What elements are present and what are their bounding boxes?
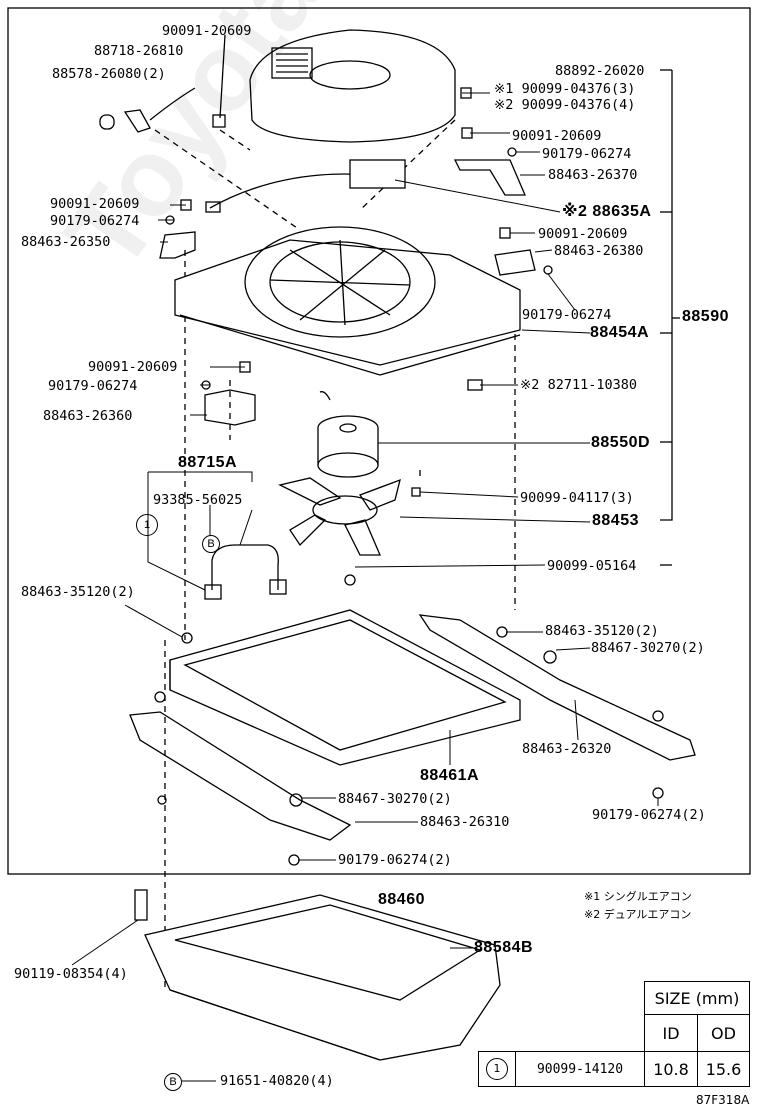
label-88467-30270-bottom[interactable]: 88467-30270(2) (338, 791, 452, 807)
label-88467-30270-right[interactable]: 88467-30270(2) (591, 640, 705, 656)
diagram-code: 87F318A (696, 1093, 750, 1107)
note-dual-ac: ※2 デュアルエアコン (584, 908, 692, 921)
label-88892-26020[interactable]: 88892-26020 (555, 63, 645, 79)
label-90091-20609-l1[interactable]: 90091-20609 (50, 196, 140, 212)
label-88460[interactable]: 88460 (378, 891, 425, 908)
bracket-88463-26310 (129, 711, 352, 841)
label-88584B[interactable]: 88584B (474, 939, 534, 956)
label-90091-20609-r1[interactable]: 90091-20609 (512, 128, 602, 144)
label-90099-05164[interactable]: 90099-05164 (547, 558, 637, 574)
label-90179-06274-right3[interactable]: 90179-06274(2) (592, 807, 706, 823)
size-table-row-part: 90099-14120 (515, 1051, 645, 1087)
bracket-88463-26320 (418, 614, 696, 761)
marker-circle-1: 1 (136, 514, 158, 536)
label-90179-06274-l1[interactable]: 90179-06274 (50, 213, 140, 229)
size-table-marker-circle: 1 (486, 1058, 508, 1080)
label-88463-26320[interactable]: 88463-26320 (522, 741, 612, 757)
bracket-88590 (660, 70, 673, 521)
label-90091-20609-top[interactable]: 90091-20609 (162, 23, 252, 39)
label-90179-06274-bottom[interactable]: 90179-06274(2) (338, 852, 452, 868)
cover-88892 (249, 29, 456, 143)
label-88715A[interactable]: 88715A (178, 454, 238, 471)
label-82711-10380[interactable]: ※2 82711-10380 (520, 377, 637, 393)
label-88718-26810[interactable]: 88718-26810 (94, 43, 184, 59)
label-88578-26080[interactable]: 88578-26080(2) (52, 66, 166, 82)
fan-88453 (278, 477, 401, 556)
shroud-88454A (174, 226, 521, 376)
size-table-row-od: 15.6 (697, 1051, 750, 1087)
frame-border (7, 7, 751, 875)
label-88550D[interactable]: 88550D (591, 434, 651, 451)
label-88463-26350[interactable]: 88463-26350 (21, 234, 111, 250)
marker-circle-b-lower: B (164, 1073, 182, 1091)
size-table-col-od: OD (697, 1014, 750, 1052)
note-single-ac: ※1 シングルエアコン (584, 890, 692, 903)
motor-88550D (317, 391, 379, 478)
cover-88584B (144, 894, 501, 1061)
label-93385-56025[interactable]: 93385-56025 (153, 492, 243, 508)
size-table-header: SIZE (mm) (644, 981, 750, 1015)
pipe-88715A (211, 544, 279, 590)
label-90091-20609-l2[interactable]: 90091-20609 (88, 359, 178, 375)
size-table-col-id: ID (644, 1014, 698, 1052)
label-90099-04117[interactable]: 90099-04117(3) (520, 490, 634, 506)
label-88463-35120-left[interactable]: 88463-35120(2) (21, 584, 135, 600)
label-88461A[interactable]: 88461A (420, 767, 480, 784)
marker-circle-b-upper: B (202, 535, 220, 553)
label-88463-26310[interactable]: 88463-26310 (420, 814, 510, 830)
size-table-row-marker: 1 (478, 1051, 516, 1087)
label-88463-26380[interactable]: 88463-26380 (554, 243, 644, 259)
label-88463-26360[interactable]: 88463-26360 (43, 408, 133, 424)
label-88463-26370[interactable]: 88463-26370 (548, 167, 638, 183)
label-90119-08354[interactable]: 90119-08354(4) (14, 966, 128, 982)
label-88590[interactable]: 88590 (682, 308, 729, 325)
label-88453[interactable]: 88453 (592, 512, 639, 529)
label-88635A[interactable]: ※2 88635A (562, 203, 652, 220)
label-90091-20609-r2[interactable]: 90091-20609 (538, 226, 628, 242)
label-90179-06274-r1[interactable]: 90179-06274 (542, 146, 632, 162)
label-88454A[interactable]: 88454A (590, 324, 650, 341)
label-90179-06274-l2[interactable]: 90179-06274 (48, 378, 138, 394)
label-90099-04376-a[interactable]: ※1 90099-04376(3) (494, 81, 636, 97)
label-90179-06274-r2[interactable]: 90179-06274 (522, 307, 612, 323)
label-88463-35120-right[interactable]: 88463-35120(2) (545, 623, 659, 639)
size-table-row-id: 10.8 (644, 1051, 698, 1087)
label-90099-04376-b[interactable]: ※2 90099-04376(4) (494, 97, 636, 113)
condenser-88461A (169, 609, 521, 766)
label-91651-40820[interactable]: 91651-40820(4) (220, 1073, 334, 1089)
